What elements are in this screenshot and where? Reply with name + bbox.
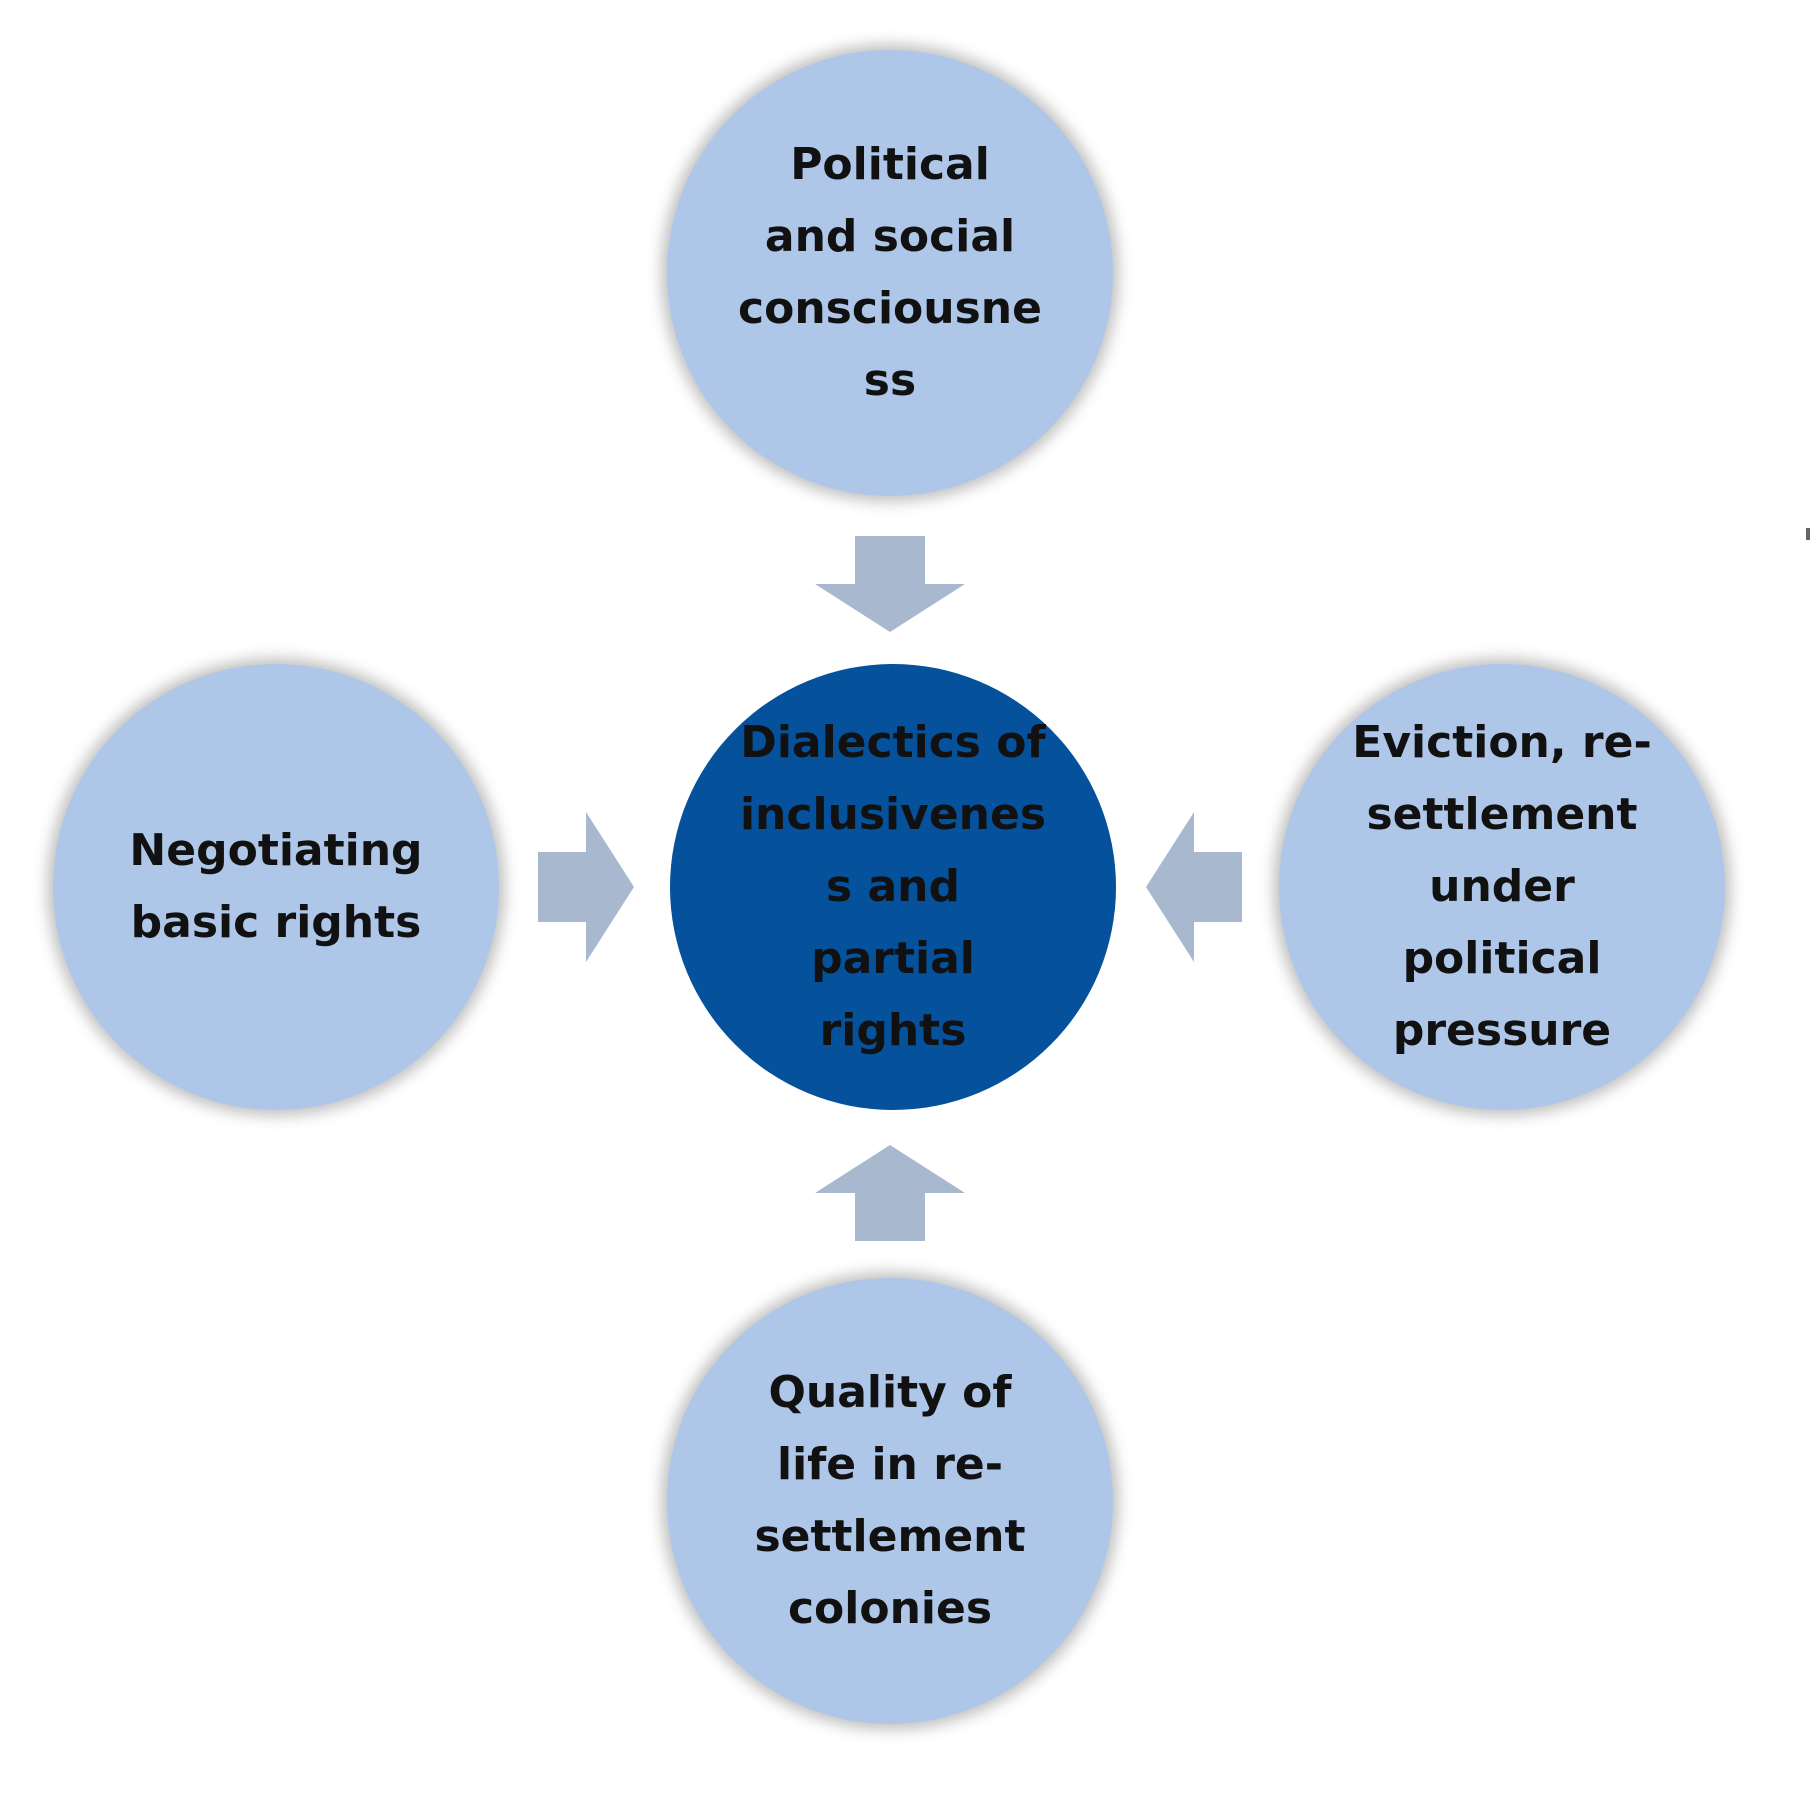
node-label: Negotiating basic rights: [129, 825, 423, 948]
arrow-up-icon: [815, 1145, 965, 1241]
arrow-shape: [538, 812, 634, 962]
arrow-shape: [815, 536, 965, 632]
node-label: Political and social consciousne ss: [738, 139, 1042, 406]
arrow-right-icon: [538, 812, 634, 962]
arrow-shape: [815, 1145, 965, 1241]
node-eviction-resettlement: Eviction, re- settlement under political…: [1279, 664, 1725, 1110]
arrow-down-icon: [815, 536, 965, 632]
arrow-left-icon: [1146, 812, 1242, 962]
node-label: Quality of life in re- settlement coloni…: [754, 1367, 1026, 1634]
node-center-dialectics: Dialectics of inclusivenes s and partial…: [670, 664, 1116, 1110]
node-political-social-consciousness: Political and social consciousne ss: [667, 50, 1113, 496]
node-label: Dialectics of inclusivenes s and partial…: [739, 717, 1047, 1056]
node-quality-of-life: Quality of life in re- settlement coloni…: [667, 1278, 1113, 1724]
node-negotiating-basic-rights: Negotiating basic rights: [53, 664, 499, 1110]
stray-mark: [1806, 528, 1810, 540]
arrow-shape: [1146, 812, 1242, 962]
node-label: Eviction, re- settlement under political…: [1352, 717, 1652, 1056]
